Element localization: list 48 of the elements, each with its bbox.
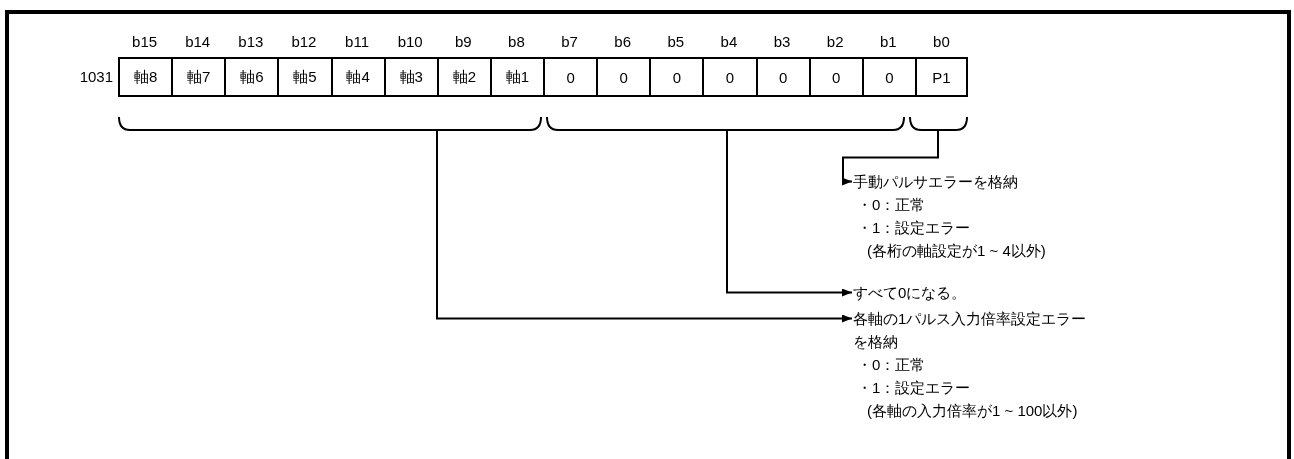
note-text: ・1：設定エラー xyxy=(856,378,972,398)
bit-label: b13 xyxy=(237,33,265,50)
note-text: (各桁の軸設定が1 ~ 4以外) xyxy=(866,241,1047,261)
bit-cell: 軸2 xyxy=(436,57,492,97)
bit-cell: 0 xyxy=(861,57,917,97)
note-text: ・1：設定エラー xyxy=(856,218,972,238)
bit-cell: 軸4 xyxy=(330,57,386,97)
arrow xyxy=(726,130,853,297)
bit-label: b4 xyxy=(719,33,739,50)
description-text: 手動パルサエラーを格納 xyxy=(853,172,1019,192)
bit-label: b1 xyxy=(878,33,898,50)
bit-cell: 軸6 xyxy=(224,57,280,97)
note-text: (各軸の入力倍率が1 ~ 100以外) xyxy=(866,401,1079,421)
arrow xyxy=(436,130,853,323)
bit-label: b5 xyxy=(666,33,686,50)
bit-label: b0 xyxy=(932,33,951,50)
brace xyxy=(546,117,905,131)
register-number: 1031 xyxy=(78,68,113,85)
bit-label: b9 xyxy=(453,33,473,50)
bit-cell: 0 xyxy=(596,57,652,97)
bit-label: b14 xyxy=(184,33,212,50)
bit-label: b6 xyxy=(613,33,633,50)
description-text: 各軸の1パルス入力倍率設定エラーを格納 xyxy=(853,309,1088,352)
brace xyxy=(909,117,968,131)
bit-cell: 軸5 xyxy=(277,57,333,97)
bit-cell: P1 xyxy=(914,57,968,97)
bit-label: b10 xyxy=(396,33,424,50)
bit-label: b8 xyxy=(507,33,526,50)
bit-cell: 軸1 xyxy=(489,57,545,97)
bit-cell: 0 xyxy=(755,57,811,97)
bit-label: b15 xyxy=(131,33,159,50)
bit-label: b11 xyxy=(344,33,370,50)
note-text: ・0：正常 xyxy=(856,355,927,375)
bit-cell: 0 xyxy=(808,57,864,97)
bit-cell: 0 xyxy=(543,57,599,97)
bit-cell: 0 xyxy=(649,57,705,97)
bit-label: b12 xyxy=(290,33,318,50)
brace xyxy=(118,117,542,131)
note-text: ・0：正常 xyxy=(856,195,927,215)
description-text: すべて0になる。 xyxy=(853,283,968,303)
bit-label: b3 xyxy=(772,33,792,50)
bit-cell: 0 xyxy=(702,57,758,97)
bit-label: b2 xyxy=(825,33,845,50)
bit-cell: 軸3 xyxy=(383,57,439,97)
arrow xyxy=(842,130,939,186)
bit-cell: 軸7 xyxy=(171,57,227,97)
bit-cell: 軸8 xyxy=(118,57,174,97)
bit-label: b7 xyxy=(560,33,579,50)
